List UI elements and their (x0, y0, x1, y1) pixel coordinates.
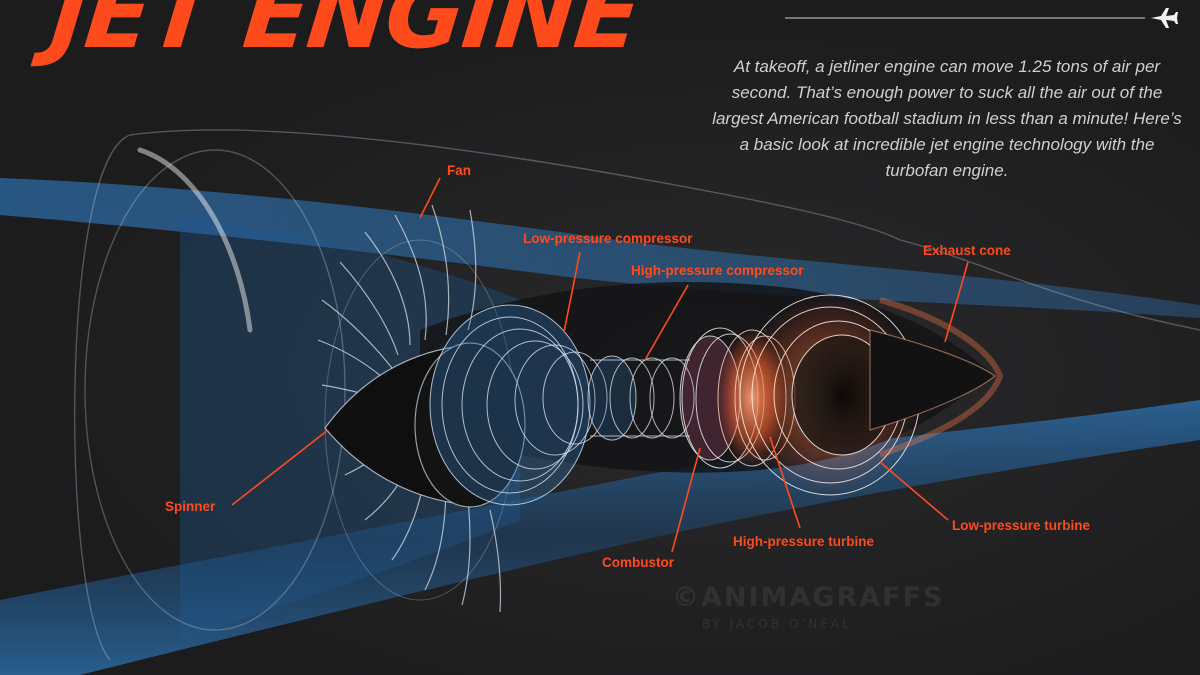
label-exhaust-cone: Exhaust cone (923, 243, 1011, 258)
label-low-pressure-turbine: Low-pressure turbine (952, 518, 1091, 533)
airflow-band-bottom (0, 400, 1200, 675)
leader-low-pressure-turbine (879, 461, 949, 521)
airplane-icon (1151, 8, 1178, 28)
low-pressure-compressor-mesh (429, 304, 608, 506)
nacelle-outline (74, 129, 1200, 661)
byline: BY JACOB O’NEAL (702, 617, 852, 631)
leader-fan (419, 177, 441, 219)
label-spinner: Spinner (165, 499, 216, 514)
label-high-pressure-compressor: High-pressure compressor (631, 263, 804, 278)
label-combustor: Combustor (602, 555, 674, 570)
label-high-pressure-turbine: High-pressure turbine (733, 534, 875, 549)
exhaust-glow (878, 297, 1004, 458)
leader-low-pressure-compressor (563, 251, 581, 333)
inlet-highlight (137, 147, 253, 333)
leader-spinner (231, 429, 329, 506)
airflow-band-top (0, 178, 1200, 318)
leader-lines (231, 177, 969, 553)
intro-text: At takeoff, a jetliner engine can move 1… (712, 57, 1182, 180)
exhaust-cone-shape (869, 329, 997, 431)
header-divider (785, 17, 1145, 19)
watermark: ©ANIMAGRAFFS (672, 582, 945, 613)
label-fan: Fan (447, 163, 472, 178)
page-title: JET ENGINE (46, 0, 645, 70)
spinner-rim (414, 342, 526, 508)
leader-high-pressure-turbine (769, 436, 801, 529)
leader-combustor (671, 447, 701, 553)
high-pressure-compressor-mesh (587, 355, 695, 441)
leader-exhaust-cone (944, 261, 969, 343)
label-low-pressure-compressor: Low-pressure compressor (523, 231, 693, 246)
leader-high-pressure-compressor (644, 284, 689, 361)
